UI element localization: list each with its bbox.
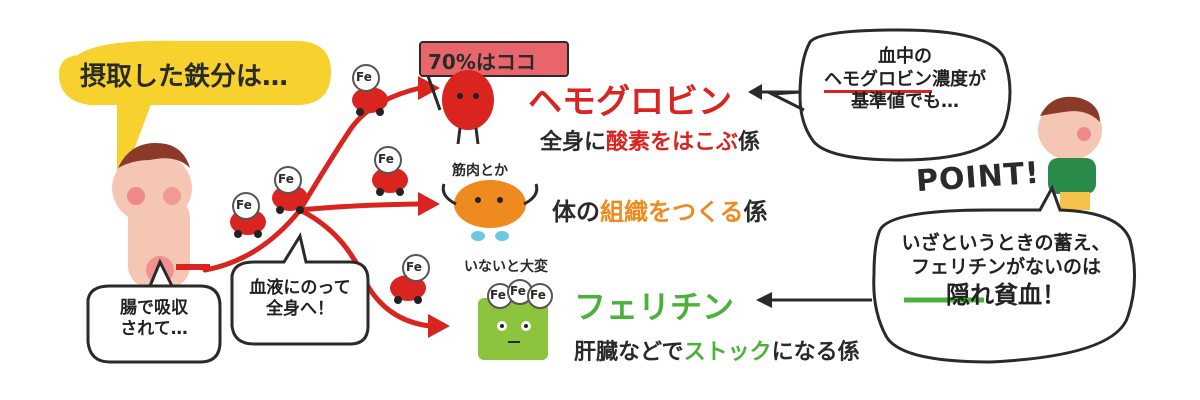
reserve-bubble-shape [872,184,1137,364]
blood-bubble-shape [230,232,370,346]
iron-car [272,166,308,214]
reserve-line-1: いざというときの蓄え、 [901,232,1111,254]
hemoglobin-desc: 全身に酸素をはこぶ係 [540,124,760,156]
absorb-line-2: されて… [120,319,188,340]
blood-line-1: 血液にのって [249,278,351,298]
reserve-line-2: フェリチンがないのは [888,256,1124,280]
ferritin-character [478,279,553,360]
fe-label: Fe [490,288,506,302]
fe-label: Fe [378,152,394,166]
absorb-text: 腸で吸収 されて… [92,298,216,341]
hemoglobin-character [419,41,569,145]
iron-car [372,146,408,196]
child-illustration-right [1038,96,1102,210]
note-line-3: 基準値でも… [851,91,959,112]
ferritin-desc-post: になる係 [771,340,860,365]
reserve-line-2-post: がないのは [1006,255,1102,278]
hemoglobin-name: ヘモグロビン [528,82,732,122]
note-line-2-post: 濃度が [932,68,986,90]
muscle-character [441,180,539,241]
fe-label: Fe [278,172,294,186]
reserve-text: いざというときの蓄え、 フェリチンがないのは 隠れ貧血！ [888,232,1124,310]
muscle-desc-post: 係 [743,198,768,226]
ferritin-desc: 肝臓などでストックになる係 [574,334,860,366]
muscle-caption: 筋肉とか [452,163,508,179]
absorb-bubble-shape [86,258,222,364]
absorb-line-1: 腸で吸収 [120,298,188,318]
muscle-desc-pre: 体の [552,198,600,226]
reserve-line-2-highlight: フェリチン [910,255,1006,278]
ferritin-desc-highlight: ストック [683,340,772,365]
fe-label: Fe [406,260,422,274]
hemoglobin-desc-post: 係 [738,130,761,155]
muscle-desc: 体の組織をつくる係 [552,192,768,227]
reserve-line-3: 隠れ貧血！ [946,280,1066,309]
note-line-1: 血中の [878,46,932,67]
fe-label: Fe [530,288,546,302]
blood-text: 血液にのって 全身へ！ [236,278,364,321]
muscle-desc-highlight: 組織をつくる [600,198,744,226]
hemoglobin-desc-pre: 全身に [540,130,607,155]
iron-car [230,192,266,238]
fe-label: Fe [510,284,526,298]
reserve-arrow-head [756,292,772,308]
iron-car [390,254,430,304]
fe-label: Fe [356,70,372,84]
note-text: 血中の ヘモグロビン濃度が 基準値でも… [812,46,998,114]
intake-text: 摂取した鉄分は… [80,62,289,92]
note-line-2: ヘモグロビン濃度が [812,68,998,93]
fe-label: Fe [236,198,252,212]
ferritin-caption: いないと大変 [464,259,548,275]
intake-bubble-shape [58,40,332,191]
note-line-2-highlight: ヘモグロビン [824,68,932,93]
note-arrow-head [748,84,762,100]
ferritin-desc-pre: 肝臓などで [574,340,684,365]
hemoglobin-desc-highlight: 酸素をはこぶ [606,130,739,155]
hemoglobin-flag-text: 70%はココ [428,50,536,74]
iron-car [352,64,388,116]
arrow-head-ferritin [428,314,450,338]
arrow-head-hemoglobin [418,76,440,100]
arrow-head-muscle [418,192,440,216]
ferritin-name: フェリチン [574,288,735,326]
blood-line-2: 全身へ！ [266,299,334,320]
